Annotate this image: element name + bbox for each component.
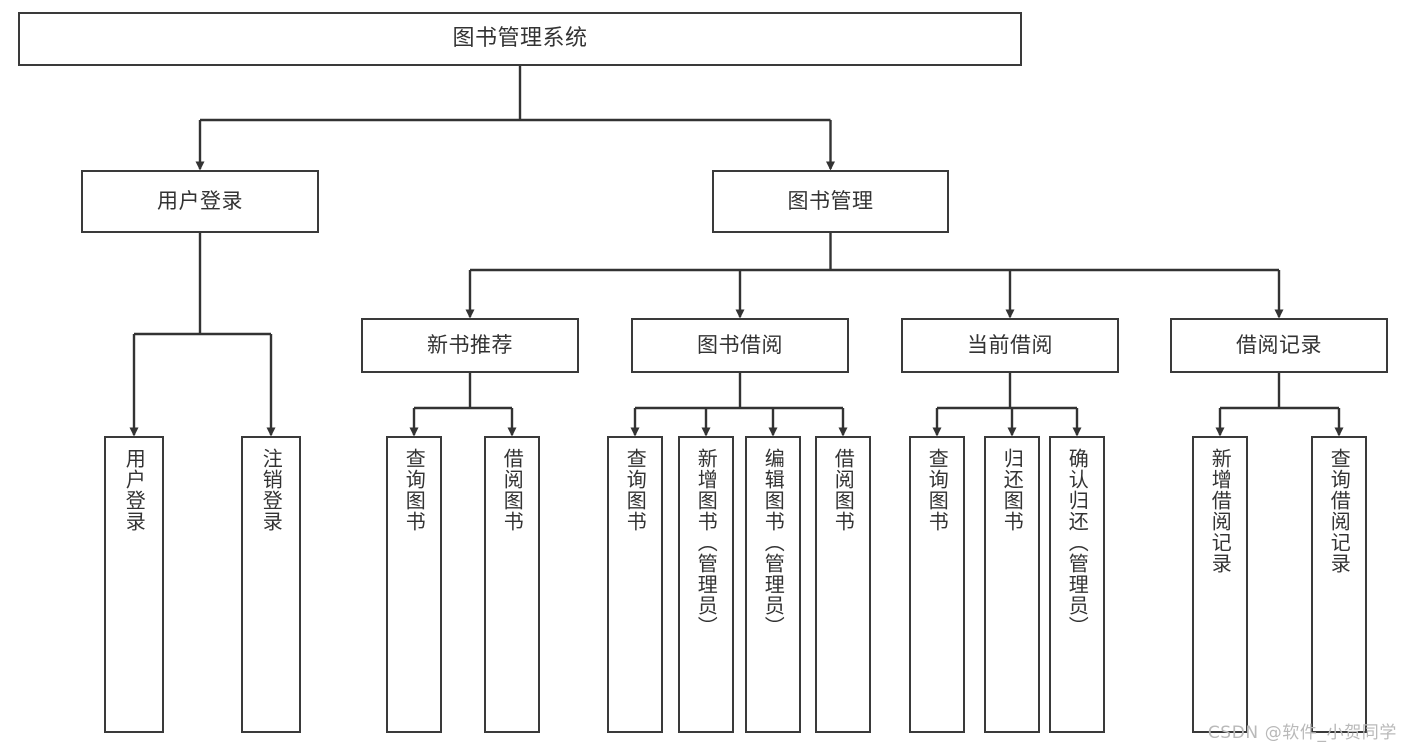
leaf-return-book[interactable]: 归还图书 — [984, 436, 1040, 733]
leaf-query-book-2[interactable]: 查询图书 — [607, 436, 663, 733]
leaf-borrow-book-1[interactable]: 借阅图书 — [484, 436, 540, 733]
node-book-borrow-label: 图书借阅 — [697, 333, 783, 358]
node-book-manage[interactable]: 图书管理 — [712, 170, 949, 233]
node-user-login-label: 用户登录 — [157, 189, 243, 214]
leaf-add-book[interactable]: 新增图书（管理员） — [678, 436, 734, 733]
leaf-logout-label: 注销登录 — [259, 448, 284, 532]
node-root[interactable]: 图书管理系统 — [18, 12, 1022, 66]
node-new-book-recommend[interactable]: 新书推荐 — [361, 318, 579, 373]
leaf-query-book-3-label: 查询图书 — [925, 448, 950, 532]
leaf-user-login[interactable]: 用户登录 — [104, 436, 164, 733]
node-current-borrow[interactable]: 当前借阅 — [901, 318, 1119, 373]
leaf-add-record[interactable]: 新增借阅记录 — [1192, 436, 1248, 733]
node-user-login[interactable]: 用户登录 — [81, 170, 319, 233]
leaf-borrow-book-1-label: 借阅图书 — [500, 448, 525, 532]
leaf-return-book-label: 归还图书 — [1000, 448, 1025, 532]
leaf-borrow-book-2-label: 借阅图书 — [831, 448, 856, 532]
leaf-add-record-label: 新增借阅记录 — [1208, 448, 1233, 574]
node-book-borrow[interactable]: 图书借阅 — [631, 318, 849, 373]
node-borrow-record-label: 借阅记录 — [1236, 333, 1322, 358]
node-new-book-recommend-label: 新书推荐 — [427, 333, 513, 358]
leaf-query-record[interactable]: 查询借阅记录 — [1311, 436, 1367, 733]
node-root-label: 图书管理系统 — [452, 26, 588, 52]
leaf-query-record-label: 查询借阅记录 — [1327, 448, 1352, 574]
leaf-edit-book[interactable]: 编辑图书（管理员） — [745, 436, 801, 733]
leaf-confirm-return-label: 确认归还（管理员） — [1065, 448, 1090, 637]
node-book-manage-label: 图书管理 — [787, 189, 874, 214]
watermark: CSDN @软件_小贺同学 — [1207, 723, 1397, 743]
leaf-query-book-1-label: 查询图书 — [402, 448, 427, 532]
leaf-confirm-return[interactable]: 确认归还（管理员） — [1049, 436, 1105, 733]
leaf-user-login-label: 用户登录 — [122, 448, 147, 532]
leaf-logout[interactable]: 注销登录 — [241, 436, 301, 733]
leaf-borrow-book-2[interactable]: 借阅图书 — [815, 436, 871, 733]
leaf-add-book-label: 新增图书（管理员） — [694, 448, 719, 637]
leaf-query-book-2-label: 查询图书 — [623, 448, 648, 532]
leaf-query-book-1[interactable]: 查询图书 — [386, 436, 442, 733]
leaf-query-book-3[interactable]: 查询图书 — [909, 436, 965, 733]
node-borrow-record[interactable]: 借阅记录 — [1170, 318, 1388, 373]
leaf-edit-book-label: 编辑图书（管理员） — [761, 448, 786, 637]
node-current-borrow-label: 当前借阅 — [967, 333, 1053, 358]
